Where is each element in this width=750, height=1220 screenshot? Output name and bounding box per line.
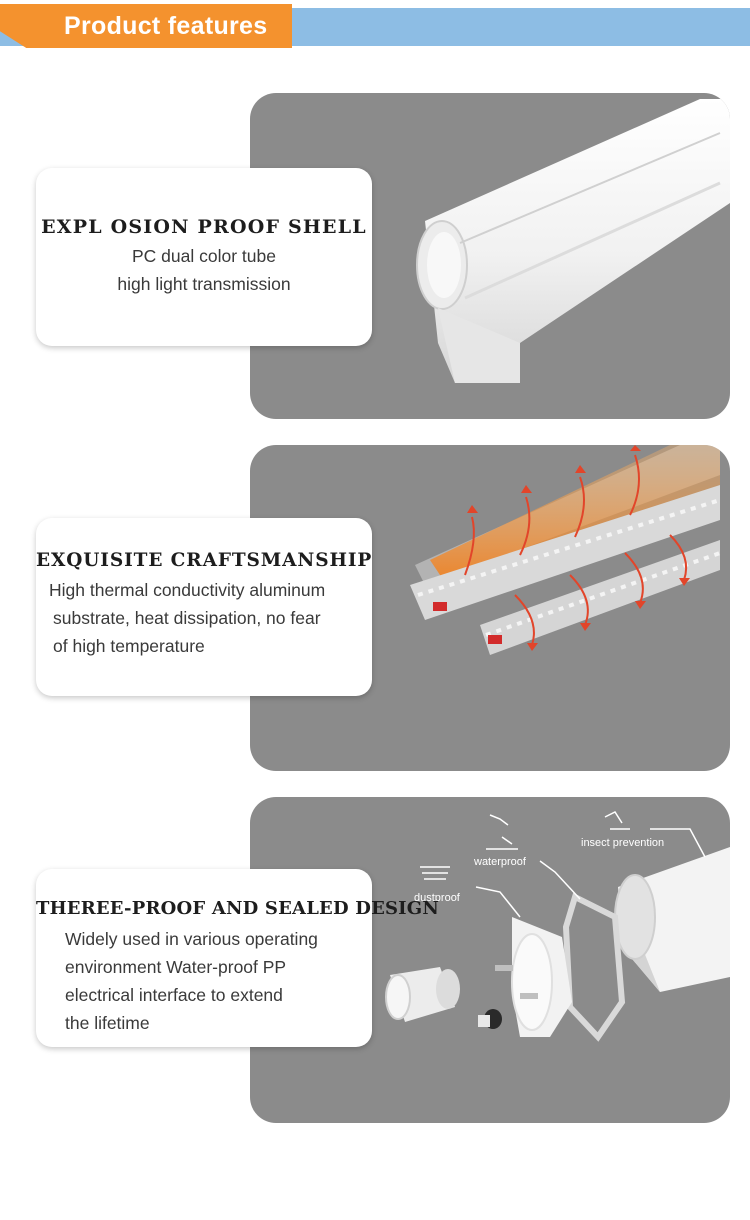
feature-line: environment Water-proof PP bbox=[65, 957, 287, 977]
header-tab bbox=[0, 4, 292, 48]
page-title: Product features bbox=[64, 12, 268, 40]
led-board-illustration bbox=[410, 445, 721, 655]
insect-prevention-label: insect prevention bbox=[581, 837, 665, 849]
feature-line: substrate, heat dissipation, no fear bbox=[53, 608, 321, 628]
dustproof-label: dustproof bbox=[414, 892, 460, 904]
feature-line: the lifetime bbox=[65, 1013, 150, 1033]
feature-card-craftsmanship: EXQUISITE CRAFTSMANSHIP High thermal con… bbox=[36, 518, 372, 696]
feature-line: Widely used in various operating bbox=[65, 929, 318, 949]
feature-title: EXQUISITE CRAFTSMANSHIP bbox=[36, 550, 373, 571]
craftsmanship-image-panel bbox=[250, 445, 730, 771]
feature-line: electrical interface to extend bbox=[65, 985, 283, 1005]
feature-line: PC dual color tube bbox=[132, 246, 276, 266]
feature-title: EXPL OSION PROOF SHELL bbox=[41, 216, 367, 238]
feature-line: of high temperature bbox=[53, 636, 205, 656]
feature-card-shell: EXPL OSION PROOF SHELL PC dual color tub… bbox=[36, 168, 372, 346]
exploded-view-illustration bbox=[385, 811, 730, 1042]
pc-tube-illustration bbox=[416, 99, 730, 383]
feature-title: THEREE-PROOF AND SEALED DESIGN bbox=[36, 898, 440, 919]
feature-card-sealed-design: THEREE-PROOF AND SEALED DESIGN Widely us… bbox=[36, 869, 440, 1047]
feature-line: High thermal conductivity aluminum bbox=[49, 580, 326, 600]
feature-line: high light transmission bbox=[117, 274, 291, 294]
waterproof-label: waterproof bbox=[474, 856, 526, 868]
